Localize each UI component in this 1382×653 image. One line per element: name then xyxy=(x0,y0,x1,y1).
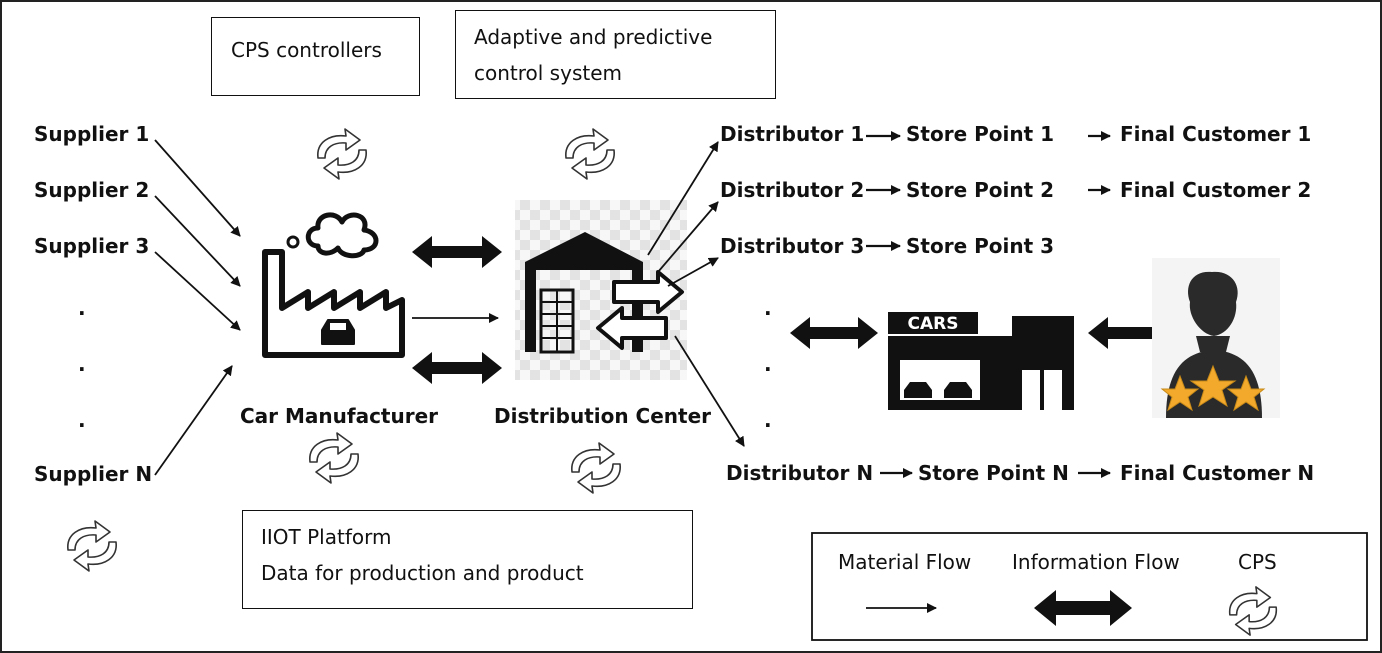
supplier-ellipsis-dot: . xyxy=(78,352,86,376)
cps-controllers-label: CPS controllers xyxy=(231,38,382,62)
legend-material-flow-label: Material Flow xyxy=(838,550,972,574)
iiot-platform-subtitle: Data for production and product xyxy=(261,561,584,585)
warehouse-icon xyxy=(515,200,687,380)
store-point-label: Store Point 3 xyxy=(906,234,1055,258)
supplier-ellipsis-dot: . xyxy=(78,296,86,320)
legend-box xyxy=(811,532,1368,641)
cps-cycle-icon xyxy=(317,128,367,180)
cps-cycle-icon xyxy=(571,442,621,494)
customer-icon xyxy=(1152,258,1280,418)
distributor-label: Distributor 2 xyxy=(720,178,865,202)
dc-to-distributor-n xyxy=(674,335,745,447)
distributor-ellipsis-dot: . xyxy=(764,408,772,432)
adaptive-control-box: Adaptive and predictive control system xyxy=(455,10,776,99)
distributor-ellipsis-dot: . xyxy=(764,296,772,320)
supplier-label: Supplier 2 xyxy=(34,178,150,202)
info-flow-arrow-store xyxy=(790,317,878,349)
factory-icon xyxy=(262,212,405,358)
store-sign-text: CARS xyxy=(908,314,959,334)
legend-information-flow-label: Information Flow xyxy=(1012,550,1180,574)
final-customer-label: Final Customer 1 xyxy=(1120,122,1312,146)
adaptive-control-label-1: Adaptive and predictive xyxy=(474,25,713,49)
adaptive-control-label-2: control system xyxy=(474,61,622,85)
cps-cycle-icon xyxy=(309,432,359,484)
distribution-center-label: Distribution Center xyxy=(494,404,712,428)
distributor-label: Distributor 1 xyxy=(720,122,865,146)
supplier-label: Supplier 1 xyxy=(34,122,150,146)
supplier-1-arrow xyxy=(154,139,241,237)
legend-cps-label: CPS xyxy=(1238,550,1277,574)
info-flow-arrow-customer xyxy=(1088,317,1174,349)
supplier-n-arrow xyxy=(154,365,233,476)
information-flow-arrow xyxy=(1034,590,1132,626)
car-store-icon: CARS xyxy=(888,312,1074,410)
iiot-platform-box: IIOT Platform Data for production and pr… xyxy=(242,510,693,609)
supplier-3-arrow xyxy=(154,251,241,331)
cps-cycle-icon xyxy=(565,128,615,180)
dc-to-distributor-1 xyxy=(647,141,719,256)
supplier-ellipsis-dot: . xyxy=(78,408,86,432)
dc-to-distributor-3 xyxy=(667,257,719,287)
info-flow-arrow-top xyxy=(412,236,502,268)
cps-cycle-icon xyxy=(1228,586,1278,636)
store-point-label: Store Point N xyxy=(918,461,1069,485)
cps-controllers-box: CPS controllers xyxy=(211,17,420,96)
supplier-2-arrow xyxy=(154,195,241,287)
info-flow-arrow-bottom xyxy=(412,352,502,384)
dc-to-distributor-2 xyxy=(657,201,719,273)
distributor-label: Distributor 3 xyxy=(720,234,865,258)
supplier-label: Supplier N xyxy=(34,462,153,486)
car-manufacturer-label: Car Manufacturer xyxy=(240,404,439,428)
distributor-label: Distributor N xyxy=(726,461,874,485)
final-customer-label: Final Customer 2 xyxy=(1120,178,1312,202)
supplier-label: Supplier 3 xyxy=(34,234,150,258)
cps-cycle-icon xyxy=(67,520,117,572)
distributor-ellipsis-dot: . xyxy=(764,352,772,376)
store-point-label: Store Point 2 xyxy=(906,178,1055,202)
final-customer-label: Final Customer N xyxy=(1120,461,1315,485)
store-point-label: Store Point 1 xyxy=(906,122,1055,146)
iiot-platform-title: IIOT Platform xyxy=(261,525,392,549)
